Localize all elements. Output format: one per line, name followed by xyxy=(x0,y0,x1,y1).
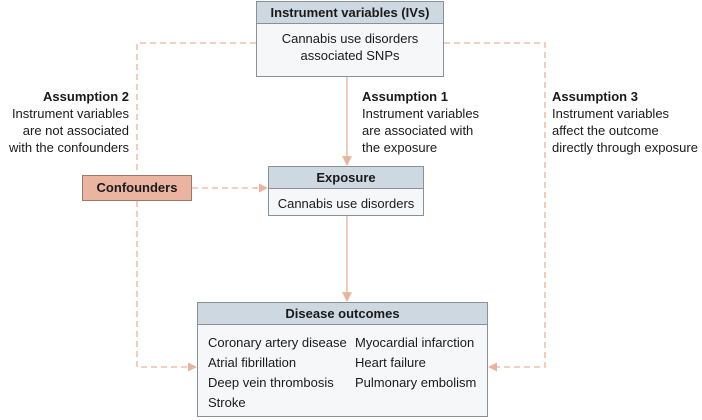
instrument-variables-body: Cannabis use disorders associated SNPs xyxy=(257,24,443,64)
dashed-confounders-to-outcomes xyxy=(136,201,197,372)
instrument-line: associated SNPs xyxy=(300,48,400,63)
assumption-line: Instrument variables xyxy=(362,106,480,121)
confounders-box: Confounders xyxy=(82,175,192,201)
assumption-title: Assumption 2 xyxy=(43,89,129,104)
assumption-line: affect the outcome xyxy=(552,123,659,138)
assumption-line: are not associated xyxy=(22,123,129,138)
instrument-variables-title: Instrument variables (IVs) xyxy=(257,2,443,24)
exposure-box: Exposure Cannabis use disorders xyxy=(268,166,424,216)
assumption-2-note: Assumption 2 Instrument variables are no… xyxy=(9,88,129,156)
exposure-title: Exposure xyxy=(269,167,423,189)
assumption-title: Assumption 1 xyxy=(362,89,448,104)
assumption-line: Instrument variables xyxy=(552,106,670,121)
assumption-line: with the confounders xyxy=(9,140,129,155)
instrument-variables-box: Instrument variables (IVs) Cannabis use … xyxy=(256,1,444,77)
assumption-1-note: Assumption 1 Instrument variables are as… xyxy=(362,88,479,156)
disease-outcomes-title: Disease outcomes xyxy=(198,303,487,325)
dashed-iv-to-confounders xyxy=(136,42,256,174)
dashed-iv-to-outcomes xyxy=(444,42,546,372)
assumption-line: Instrument variables xyxy=(11,106,129,121)
outcome-item: Coronary artery disease xyxy=(208,335,347,350)
outcome-item: Atrial fibrillation xyxy=(208,355,297,370)
outcome-item: Stroke xyxy=(208,395,246,410)
disease-outcomes-box: Disease outcomes Coronary artery disease… xyxy=(197,302,488,417)
outcome-item: Pulmonary embolism xyxy=(355,375,477,390)
assumption-3-note: Assumption 3 Instrument variables affect… xyxy=(552,88,698,156)
exposure-body: Cannabis use disorders xyxy=(277,196,415,211)
assumption-line: are associated with xyxy=(362,123,474,138)
assumption-line: directly through exposure xyxy=(552,140,698,155)
instrument-line: Cannabis use disorders xyxy=(281,31,419,46)
outcome-item: Deep vein thrombosis xyxy=(208,375,334,390)
assumption-line: the exposure xyxy=(362,140,438,155)
outcome-item: Myocardial infarction xyxy=(355,335,475,350)
disease-outcomes-list: Coronary artery disease Myocardial infar… xyxy=(198,325,487,413)
assumption-title: Assumption 3 xyxy=(552,89,638,104)
outcome-item: Heart failure xyxy=(355,355,426,370)
